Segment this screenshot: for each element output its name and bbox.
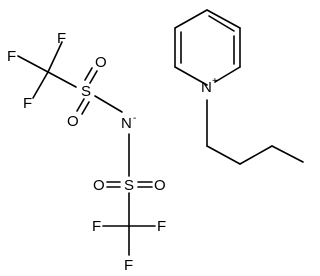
so-double-bond bbox=[89, 70, 98, 84]
cs-bond bbox=[47, 71, 77, 88]
atom-label: F bbox=[23, 95, 32, 112]
atom-label: O bbox=[95, 54, 107, 71]
charge-label: - bbox=[133, 113, 136, 124]
cf-bond bbox=[47, 41, 63, 73]
ring-bond bbox=[174, 66, 208, 86]
ring-bond bbox=[206, 9, 241, 29]
ring-bond bbox=[174, 9, 208, 29]
ring-double-bond bbox=[208, 15, 235, 32]
chain-bond bbox=[239, 145, 273, 165]
ring-bond bbox=[214, 66, 241, 83]
structure-diagram: N + F F F S O O N - bbox=[7, 9, 304, 274]
sn-bond bbox=[94, 95, 123, 113]
pyridinium-ring bbox=[174, 9, 241, 86]
atom-label: N bbox=[121, 115, 132, 132]
atom-label: S bbox=[124, 177, 134, 194]
so-double-bond bbox=[76, 98, 85, 112]
atom-label: F bbox=[7, 48, 16, 65]
atom-label: O bbox=[67, 113, 79, 130]
molecule-svg: N + F F F S O O N - bbox=[7, 9, 304, 274]
chain-bond bbox=[271, 145, 304, 163]
cf-bond bbox=[17, 55, 49, 73]
atom-label: F bbox=[57, 30, 66, 47]
cf-bond bbox=[32, 71, 49, 99]
charge-label: + bbox=[212, 76, 218, 87]
so-double-bond bbox=[81, 101, 90, 115]
atom-label: F bbox=[124, 257, 133, 274]
atom-label: S bbox=[81, 83, 91, 100]
lower-triflyl-group bbox=[102, 133, 156, 256]
atom-label: N bbox=[201, 79, 212, 96]
atom-label: O bbox=[154, 177, 166, 194]
atom-label: F bbox=[157, 218, 166, 235]
upper-triflyl-group bbox=[17, 41, 123, 115]
butyl-chain bbox=[206, 99, 304, 165]
chain-bond bbox=[206, 145, 241, 165]
atom-label: F bbox=[92, 218, 101, 235]
so-double-bond bbox=[84, 67, 93, 81]
atom-label: O bbox=[93, 177, 105, 194]
